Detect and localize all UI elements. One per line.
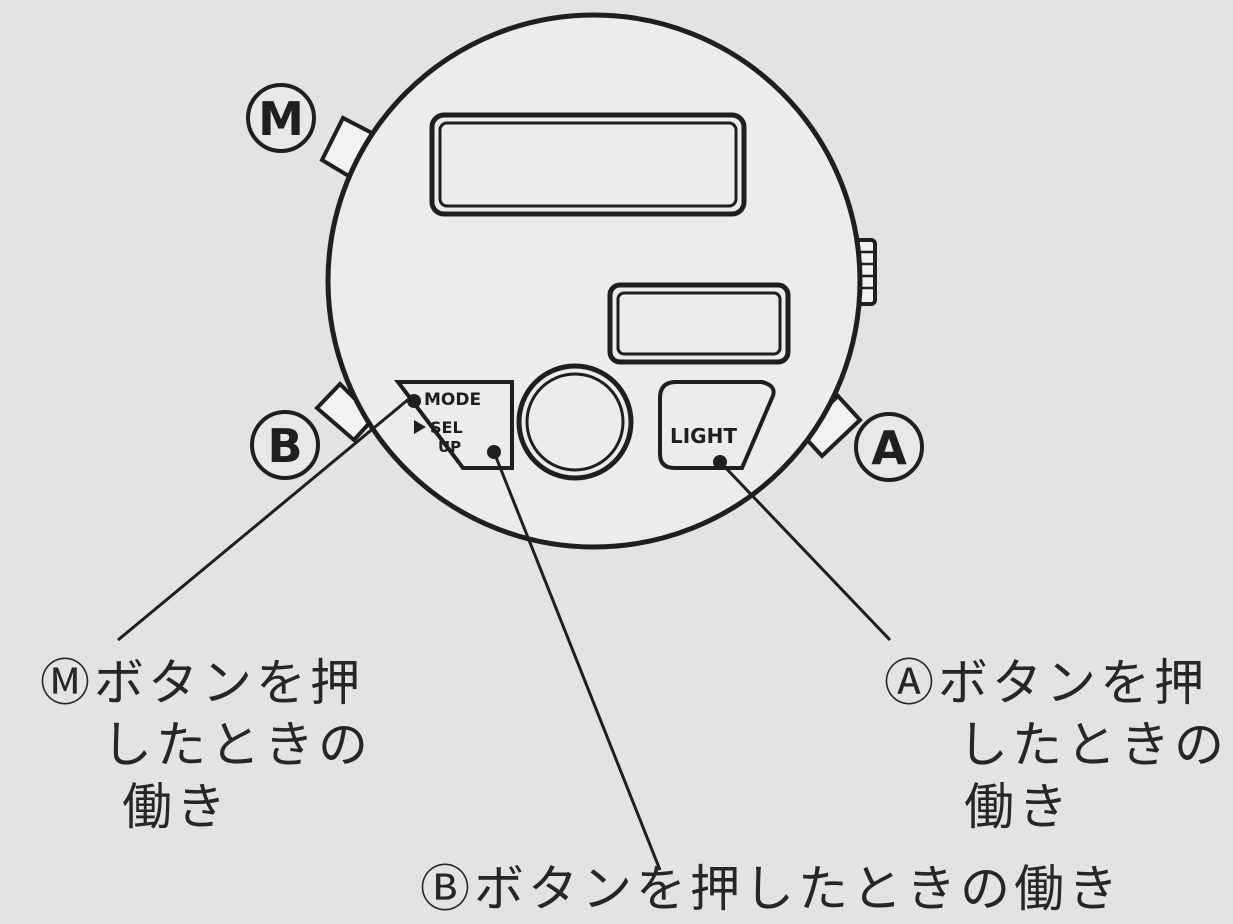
sub-display bbox=[607, 282, 791, 365]
m-button-marker: M bbox=[246, 83, 316, 153]
a-caption-line3: 働き bbox=[964, 778, 1072, 836]
a-caption-line2: したときの bbox=[958, 716, 1228, 774]
m-caption-line3: 働き bbox=[122, 778, 230, 836]
mode-marker-dot bbox=[407, 394, 421, 408]
mode-label: MODE bbox=[424, 390, 481, 410]
b-button-letter: B bbox=[267, 419, 302, 473]
a-button-letter: A bbox=[871, 421, 907, 475]
a-leader-line bbox=[720, 462, 892, 642]
a-button-caption: Ⓐボタンを押 したときの 働き bbox=[884, 652, 1228, 838]
main-display bbox=[429, 112, 747, 217]
mode-panel: MODE SEL UP bbox=[393, 380, 514, 470]
m-caption-line2: したときの bbox=[102, 716, 372, 774]
center-dial bbox=[516, 363, 634, 481]
sel-arrow-icon bbox=[414, 420, 426, 434]
b-button-marker: B bbox=[250, 410, 320, 480]
a-button-marker: A bbox=[854, 412, 924, 482]
watch-case bbox=[325, 12, 863, 550]
m-button-caption: Ⓜボタンを押 したときの 働き bbox=[40, 652, 372, 838]
m-leader-line bbox=[117, 396, 411, 642]
b-leader-line bbox=[492, 451, 662, 871]
b-button-caption: Ⓑボタンを押したときの働き bbox=[420, 860, 1122, 918]
a-caption-line1: Ⓐボタンを押 bbox=[884, 654, 1208, 712]
up-label: UP bbox=[438, 438, 461, 456]
light-label: LIGHT bbox=[670, 424, 737, 448]
light-panel: LIGHT bbox=[658, 380, 776, 470]
sel-label: SEL bbox=[430, 418, 463, 437]
m-caption-line1: Ⓜボタンを押 bbox=[40, 654, 364, 712]
m-button-letter: M bbox=[258, 92, 304, 146]
